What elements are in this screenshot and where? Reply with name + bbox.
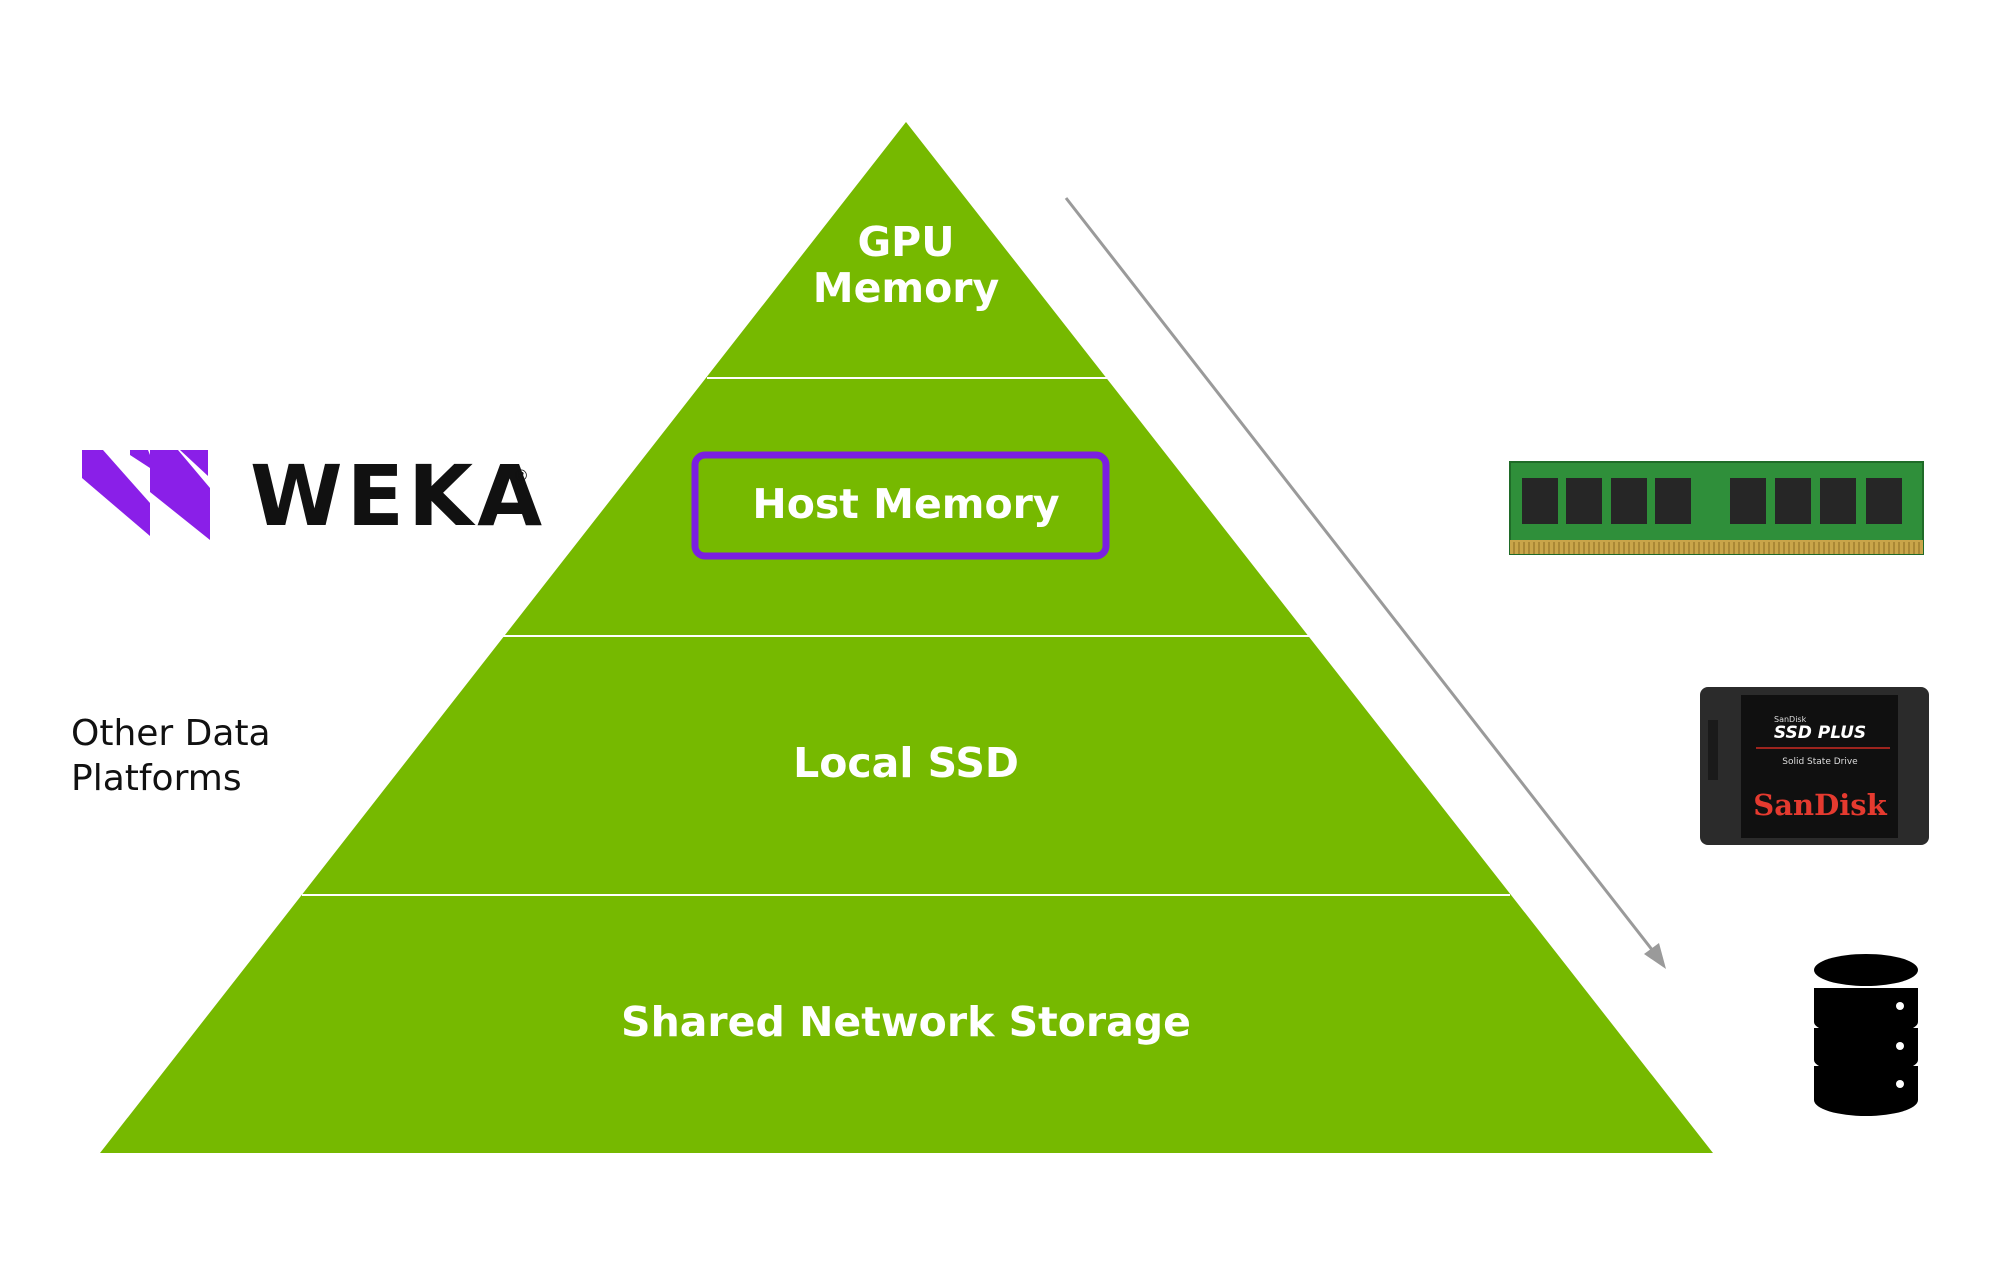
weka-logo: WEKA ® xyxy=(82,447,546,545)
ram-chip xyxy=(1566,478,1602,524)
ram-chip xyxy=(1611,478,1647,524)
host-memory-highlight-box xyxy=(691,451,1110,560)
ram-chip xyxy=(1730,478,1766,524)
arrow-shaft xyxy=(1064,197,1662,961)
tier-label-local-ssd: Local SSD xyxy=(793,739,1019,787)
tier-direction-arrow xyxy=(1064,197,1666,969)
tier-label-gpu-line2: Memory xyxy=(813,264,999,312)
ram-module-icon xyxy=(1509,461,1924,555)
tier-label-host-memory: Host Memory xyxy=(752,480,1059,528)
other-data-platforms-line1: Other Data xyxy=(71,713,271,754)
weka-logo-text: WEKA xyxy=(250,447,546,545)
ram-chip xyxy=(1866,478,1902,524)
tier-label-gpu-line1: GPU xyxy=(858,218,955,266)
ssd-maker-small: SanDisk xyxy=(1774,715,1807,724)
registered-mark: ® xyxy=(513,466,529,485)
ram-chip xyxy=(1655,478,1691,524)
other-data-platforms-line2: Platforms xyxy=(71,758,242,799)
ssd-subtitle: Solid State Drive xyxy=(1782,757,1858,767)
ram-chip xyxy=(1820,478,1856,524)
ram-gold-pins xyxy=(1513,542,1920,554)
pyramid: GPU Memory Host Memory Local SSD Shared … xyxy=(100,122,1713,1153)
arrow-head xyxy=(1644,943,1666,969)
ssd-model: SSD PLUS xyxy=(1774,723,1866,743)
ram-chips xyxy=(1522,478,1902,524)
tier-label-shared-network-storage: Shared Network Storage xyxy=(621,998,1191,1046)
ssd-brand: SanDisk xyxy=(1753,788,1887,822)
weka-logo-mark-icon xyxy=(82,450,210,540)
database-storage-icon xyxy=(1814,954,1918,1116)
ram-chip xyxy=(1775,478,1811,524)
ram-chip xyxy=(1522,478,1558,524)
ssd-drive-icon: SanDisk SSD PLUS Solid State Drive SanDi… xyxy=(1700,687,1929,845)
